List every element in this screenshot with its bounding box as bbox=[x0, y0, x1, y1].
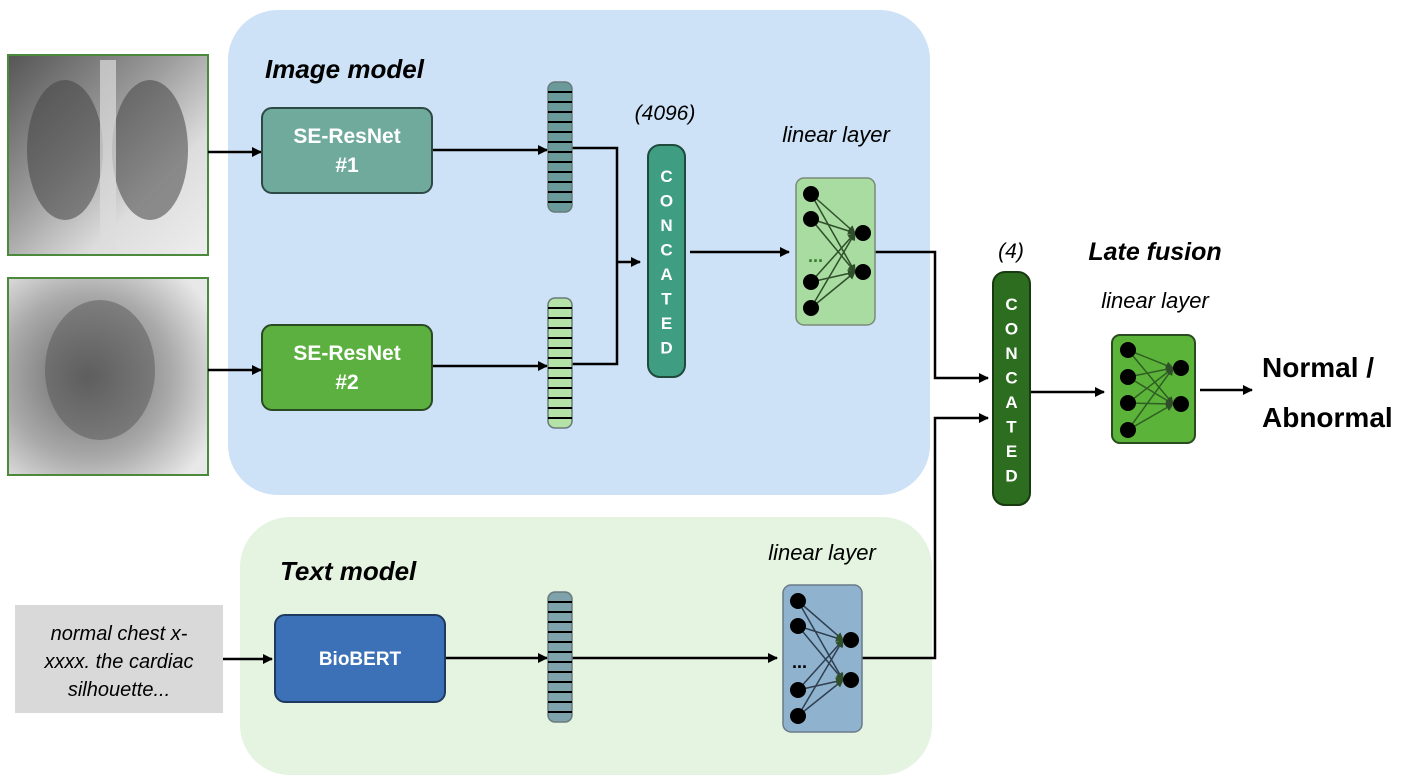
connection-edge bbox=[797, 625, 844, 681]
text-model-title: Text model bbox=[280, 556, 417, 586]
connection-edge bbox=[810, 271, 856, 309]
report-line-3: silhouette... bbox=[68, 679, 170, 701]
svg-text:...: ... bbox=[792, 652, 807, 672]
neuron-node bbox=[803, 186, 819, 202]
connection-edge bbox=[1127, 349, 1174, 370]
svg-text:SE-ResNet: SE-ResNet bbox=[293, 125, 400, 148]
neuron-node bbox=[1173, 360, 1189, 376]
connection-edge bbox=[810, 193, 856, 234]
concat-letter: A bbox=[660, 265, 672, 284]
concat-letter: E bbox=[661, 314, 672, 333]
svg-text:#2: #2 bbox=[335, 371, 358, 394]
neuron-node bbox=[790, 618, 806, 634]
text-model-panel bbox=[240, 517, 932, 775]
text-feature-vector bbox=[547, 591, 573, 723]
connectors bbox=[208, 145, 1253, 664]
concat-letter: D bbox=[1005, 467, 1017, 486]
output-label-line-2: Abnormal bbox=[1262, 402, 1393, 433]
image-linear-label: linear layer bbox=[782, 122, 891, 147]
concat-letter: N bbox=[660, 216, 672, 235]
report-line-1: normal chest x- bbox=[51, 623, 188, 645]
neuron-node bbox=[843, 672, 859, 688]
concat-letter: T bbox=[661, 290, 672, 309]
image-feature-vector-1 bbox=[547, 81, 573, 213]
neuron-node bbox=[855, 264, 871, 280]
neuron-node bbox=[1120, 369, 1136, 385]
concat-letter: N bbox=[1005, 344, 1017, 363]
svg-text:BioBERT: BioBERT bbox=[319, 649, 402, 670]
text-linear-layer: ... bbox=[782, 584, 863, 733]
concat-letter: T bbox=[1006, 418, 1017, 437]
image-model-title: Image model bbox=[265, 54, 425, 84]
text-linear-label: linear layer bbox=[768, 540, 877, 565]
neuron-node bbox=[1120, 422, 1136, 438]
xray-lateral-image bbox=[7, 277, 209, 476]
connection-edge bbox=[1127, 367, 1174, 404]
concat-letter: C bbox=[1005, 295, 1017, 314]
neuron-node bbox=[803, 274, 819, 290]
concat-4-label: (4) bbox=[998, 240, 1024, 263]
neuron-node bbox=[843, 632, 859, 648]
connection-edge bbox=[797, 639, 844, 717]
neuron-node bbox=[803, 211, 819, 227]
report-line-2: xxxx. the cardiac bbox=[44, 651, 194, 673]
connection-edge bbox=[1127, 349, 1174, 405]
connection-edge bbox=[1127, 403, 1174, 431]
neuron-node bbox=[855, 225, 871, 241]
svg-text:SE-ResNet: SE-ResNet bbox=[293, 342, 400, 365]
neuron-node bbox=[1173, 396, 1189, 412]
connection-edge bbox=[797, 639, 844, 691]
connection-edge bbox=[1127, 376, 1174, 405]
biobert-block: BioBERT bbox=[274, 614, 446, 703]
neuron-node bbox=[1120, 342, 1136, 358]
neuron-node bbox=[790, 682, 806, 698]
concat-letter: A bbox=[1005, 393, 1017, 412]
neuron-node bbox=[790, 708, 806, 724]
svg-text:#1: #1 bbox=[335, 154, 359, 177]
concat-letter: C bbox=[660, 167, 672, 186]
neuron-node bbox=[790, 593, 806, 609]
neuron-node bbox=[803, 300, 819, 316]
report-text-box bbox=[15, 605, 223, 713]
concat-letter: O bbox=[1005, 320, 1018, 339]
connection-edge bbox=[797, 679, 844, 717]
output-label-line-1: Normal / bbox=[1262, 352, 1374, 383]
se-resnet-1-block: SE-ResNet #1 bbox=[261, 107, 433, 194]
fusion-linear-layer bbox=[1111, 334, 1196, 444]
concat-letter: C bbox=[660, 241, 672, 260]
image-linear-layer: ... bbox=[795, 177, 876, 326]
neuron-node bbox=[1120, 395, 1136, 411]
connection-edge bbox=[797, 600, 844, 681]
connection-edge bbox=[810, 232, 856, 283]
fusion-linear-label: linear layer bbox=[1101, 288, 1210, 313]
se-resnet-2-block: SE-ResNet #2 bbox=[261, 324, 433, 411]
concat-letter: C bbox=[1005, 369, 1017, 388]
svg-text:...: ... bbox=[808, 246, 823, 266]
concat-letter: O bbox=[660, 192, 673, 211]
connection-edge bbox=[1127, 367, 1174, 431]
connection-edge bbox=[810, 193, 856, 273]
concat-letter: D bbox=[660, 339, 672, 358]
concat-4096-label: (4096) bbox=[635, 102, 696, 125]
connection-edge bbox=[810, 232, 856, 309]
image-feature-vector-2 bbox=[547, 297, 573, 429]
connection-edge bbox=[810, 218, 856, 273]
xray-frontal-image bbox=[7, 54, 209, 256]
concat-letter: E bbox=[1006, 442, 1017, 461]
late-fusion-title: Late fusion bbox=[1088, 238, 1221, 266]
connection-edge bbox=[797, 600, 844, 641]
